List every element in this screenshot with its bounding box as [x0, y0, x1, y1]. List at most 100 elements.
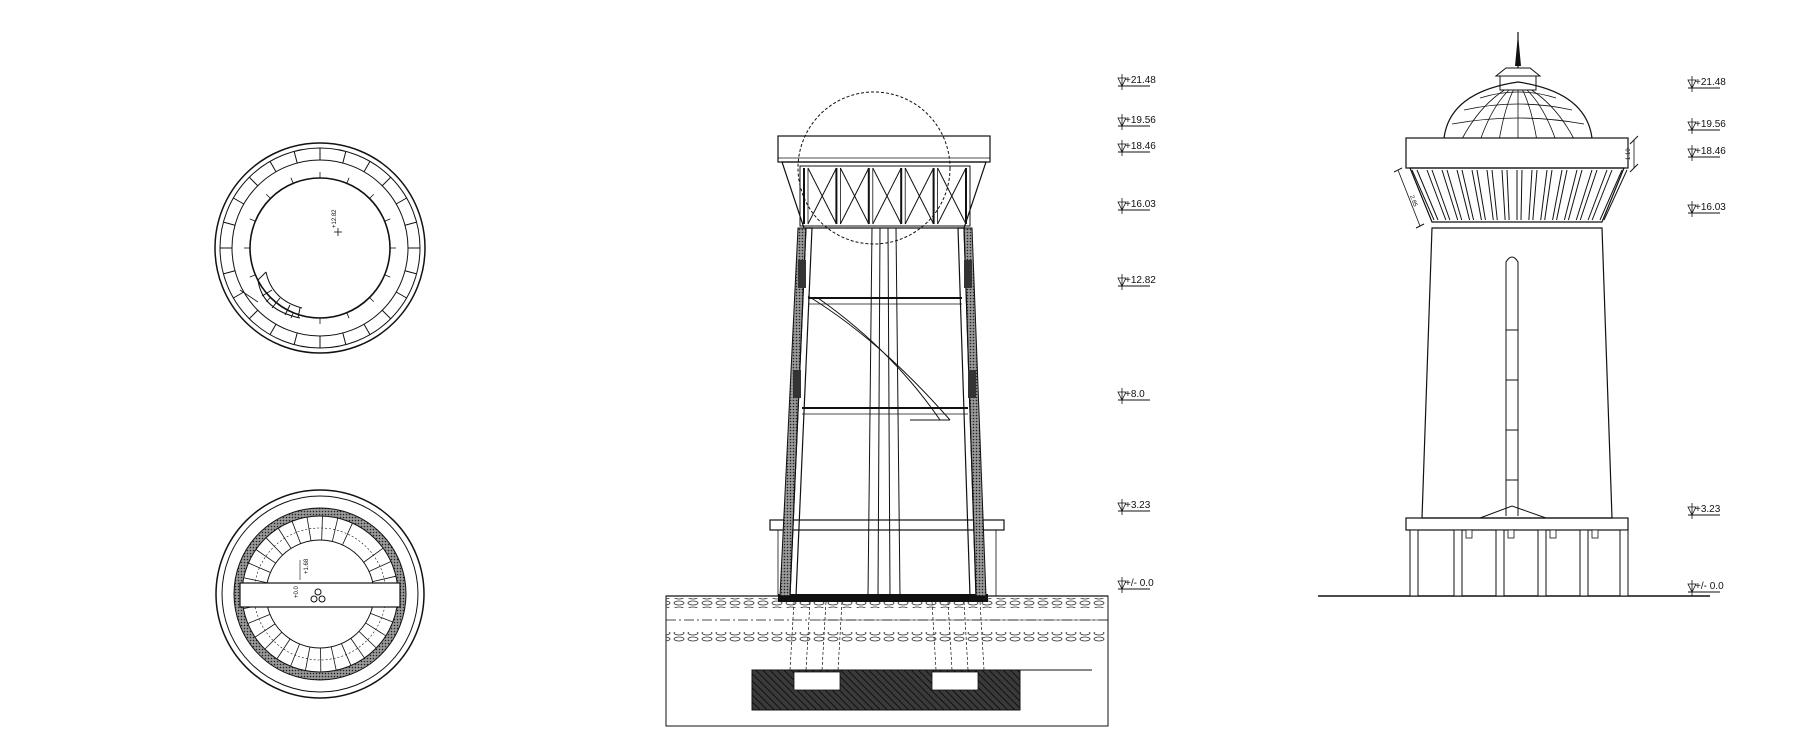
plan-inner-tick — [249, 274, 256, 278]
tank-rib-edge — [1461, 169, 1475, 221]
tank-rib-edge — [1476, 169, 1486, 221]
tank-rib — [1501, 169, 1506, 221]
stair-step — [255, 549, 276, 564]
level-triangle — [1117, 277, 1127, 287]
stair-step — [264, 631, 283, 650]
plinth-column — [1495, 529, 1505, 597]
level-triangle — [1687, 79, 1697, 89]
plinth-bracket — [1465, 529, 1473, 539]
level-triangle — [1117, 117, 1127, 127]
level-label: +18.46 — [1695, 146, 1726, 157]
plan-rib — [381, 176, 392, 187]
level-triangle — [1117, 391, 1127, 401]
level-label: +16.03 — [1695, 202, 1726, 213]
plan-rib — [269, 323, 277, 335]
plinth-bracket — [1507, 529, 1515, 539]
truss-diagonal — [904, 167, 935, 225]
plan-rib — [233, 291, 245, 299]
level-label: +8.0 — [1125, 389, 1145, 400]
plan-view-lower: +1.68 +0.0 — [215, 489, 425, 699]
plan-rib — [342, 151, 347, 164]
tank-rib — [1599, 169, 1623, 221]
tank-truss — [803, 167, 971, 225]
elevation-view: 1.10 2.85 +21.48+19.56+18.46+16.03+3.23+… — [1318, 32, 1726, 597]
truss-diagonal — [807, 167, 837, 225]
plan-inner-tick — [369, 193, 375, 199]
plan-inner-tick — [265, 193, 271, 199]
level-triangle — [1687, 121, 1697, 131]
level-label: +12.82 — [1125, 275, 1156, 286]
tank-rib-edge — [1603, 169, 1628, 221]
elevation-dim-top: 1.10 — [1626, 148, 1632, 160]
truss-diagonal — [872, 167, 902, 225]
plan-rib — [293, 332, 298, 345]
level-label: +3.23 — [1125, 500, 1151, 511]
plan-inner-tick — [249, 218, 256, 222]
level-label: +16.03 — [1125, 199, 1156, 210]
plinth-column — [1619, 529, 1629, 597]
stair-step — [304, 646, 311, 671]
stair-step — [358, 631, 377, 649]
level-label: +/- 0.0 — [1695, 581, 1724, 592]
plinth-columns — [1409, 529, 1629, 597]
plan-bottom-label-b: +0.0 — [294, 585, 300, 598]
level-label: +/- 0.0 — [1125, 578, 1154, 589]
plan-bottom-label-a: +1.68 — [304, 558, 310, 574]
tank-rib — [1528, 169, 1533, 221]
level-label: +19.56 — [1695, 119, 1726, 130]
tank-rib — [1486, 169, 1494, 221]
tank-rib — [1456, 169, 1471, 221]
stair-step — [306, 517, 312, 541]
plan-rib — [363, 323, 371, 335]
tank-rib — [1575, 169, 1593, 221]
plinth-bracket — [1591, 529, 1599, 539]
tank-rib-edge — [1532, 169, 1538, 221]
tank-rib-edge — [1591, 169, 1613, 221]
section-level-marks: +21.48+19.56+18.46+16.03+12.82+8.0+3.23+… — [1117, 74, 1156, 593]
stair-step — [276, 638, 291, 660]
plan-inner-tick — [290, 177, 294, 184]
truss-diagonal — [937, 167, 967, 225]
plan-top-level-label: +12.82 — [332, 209, 338, 228]
plan-rib — [233, 197, 245, 205]
pile-line — [805, 601, 811, 671]
pile-line — [821, 601, 827, 671]
tank-rib — [1587, 169, 1608, 221]
dome-ring — [1463, 103, 1573, 111]
elevation-dim-side: 2.85 — [1408, 195, 1418, 209]
tank-rib — [1540, 169, 1548, 221]
stair-step — [350, 638, 365, 659]
plinth-column — [1409, 529, 1419, 597]
section-view: +21.48+19.56+18.46+16.03+12.82+8.0+3.23+… — [665, 74, 1156, 727]
pile-line — [963, 601, 969, 671]
tank-rib — [1563, 169, 1578, 221]
tank-rib-edge — [1446, 169, 1463, 221]
dome-ring — [1479, 91, 1557, 99]
plinth-column — [1453, 529, 1463, 597]
plan-rib — [223, 221, 236, 226]
level-triangle — [1117, 201, 1127, 211]
plan-rib — [293, 151, 298, 164]
pile-line — [979, 601, 985, 671]
plan-inner-tick — [384, 218, 391, 222]
level-label: +3.23 — [1695, 504, 1721, 515]
plan-rib — [223, 270, 236, 275]
level-triangle — [1687, 506, 1697, 516]
level-triangle — [1117, 580, 1127, 590]
foundation-piles — [789, 601, 985, 671]
stair-step — [291, 521, 302, 544]
dome-segments — [1451, 89, 1585, 139]
tank-rib-edge — [1567, 169, 1583, 221]
stair-step — [342, 522, 353, 546]
level-triangle — [1687, 148, 1697, 158]
level-triangle — [1117, 502, 1127, 512]
level-triangle — [1687, 204, 1697, 214]
tank-rib-edge — [1544, 169, 1553, 221]
tank-rib-edge — [1556, 169, 1568, 221]
level-label: +19.56 — [1125, 115, 1156, 126]
level-label: +18.46 — [1125, 141, 1156, 152]
tank-rib-edge — [1431, 169, 1451, 221]
dome-ring — [1451, 117, 1585, 125]
tank-rib — [1411, 169, 1435, 221]
plan-inner-tick — [369, 297, 375, 303]
